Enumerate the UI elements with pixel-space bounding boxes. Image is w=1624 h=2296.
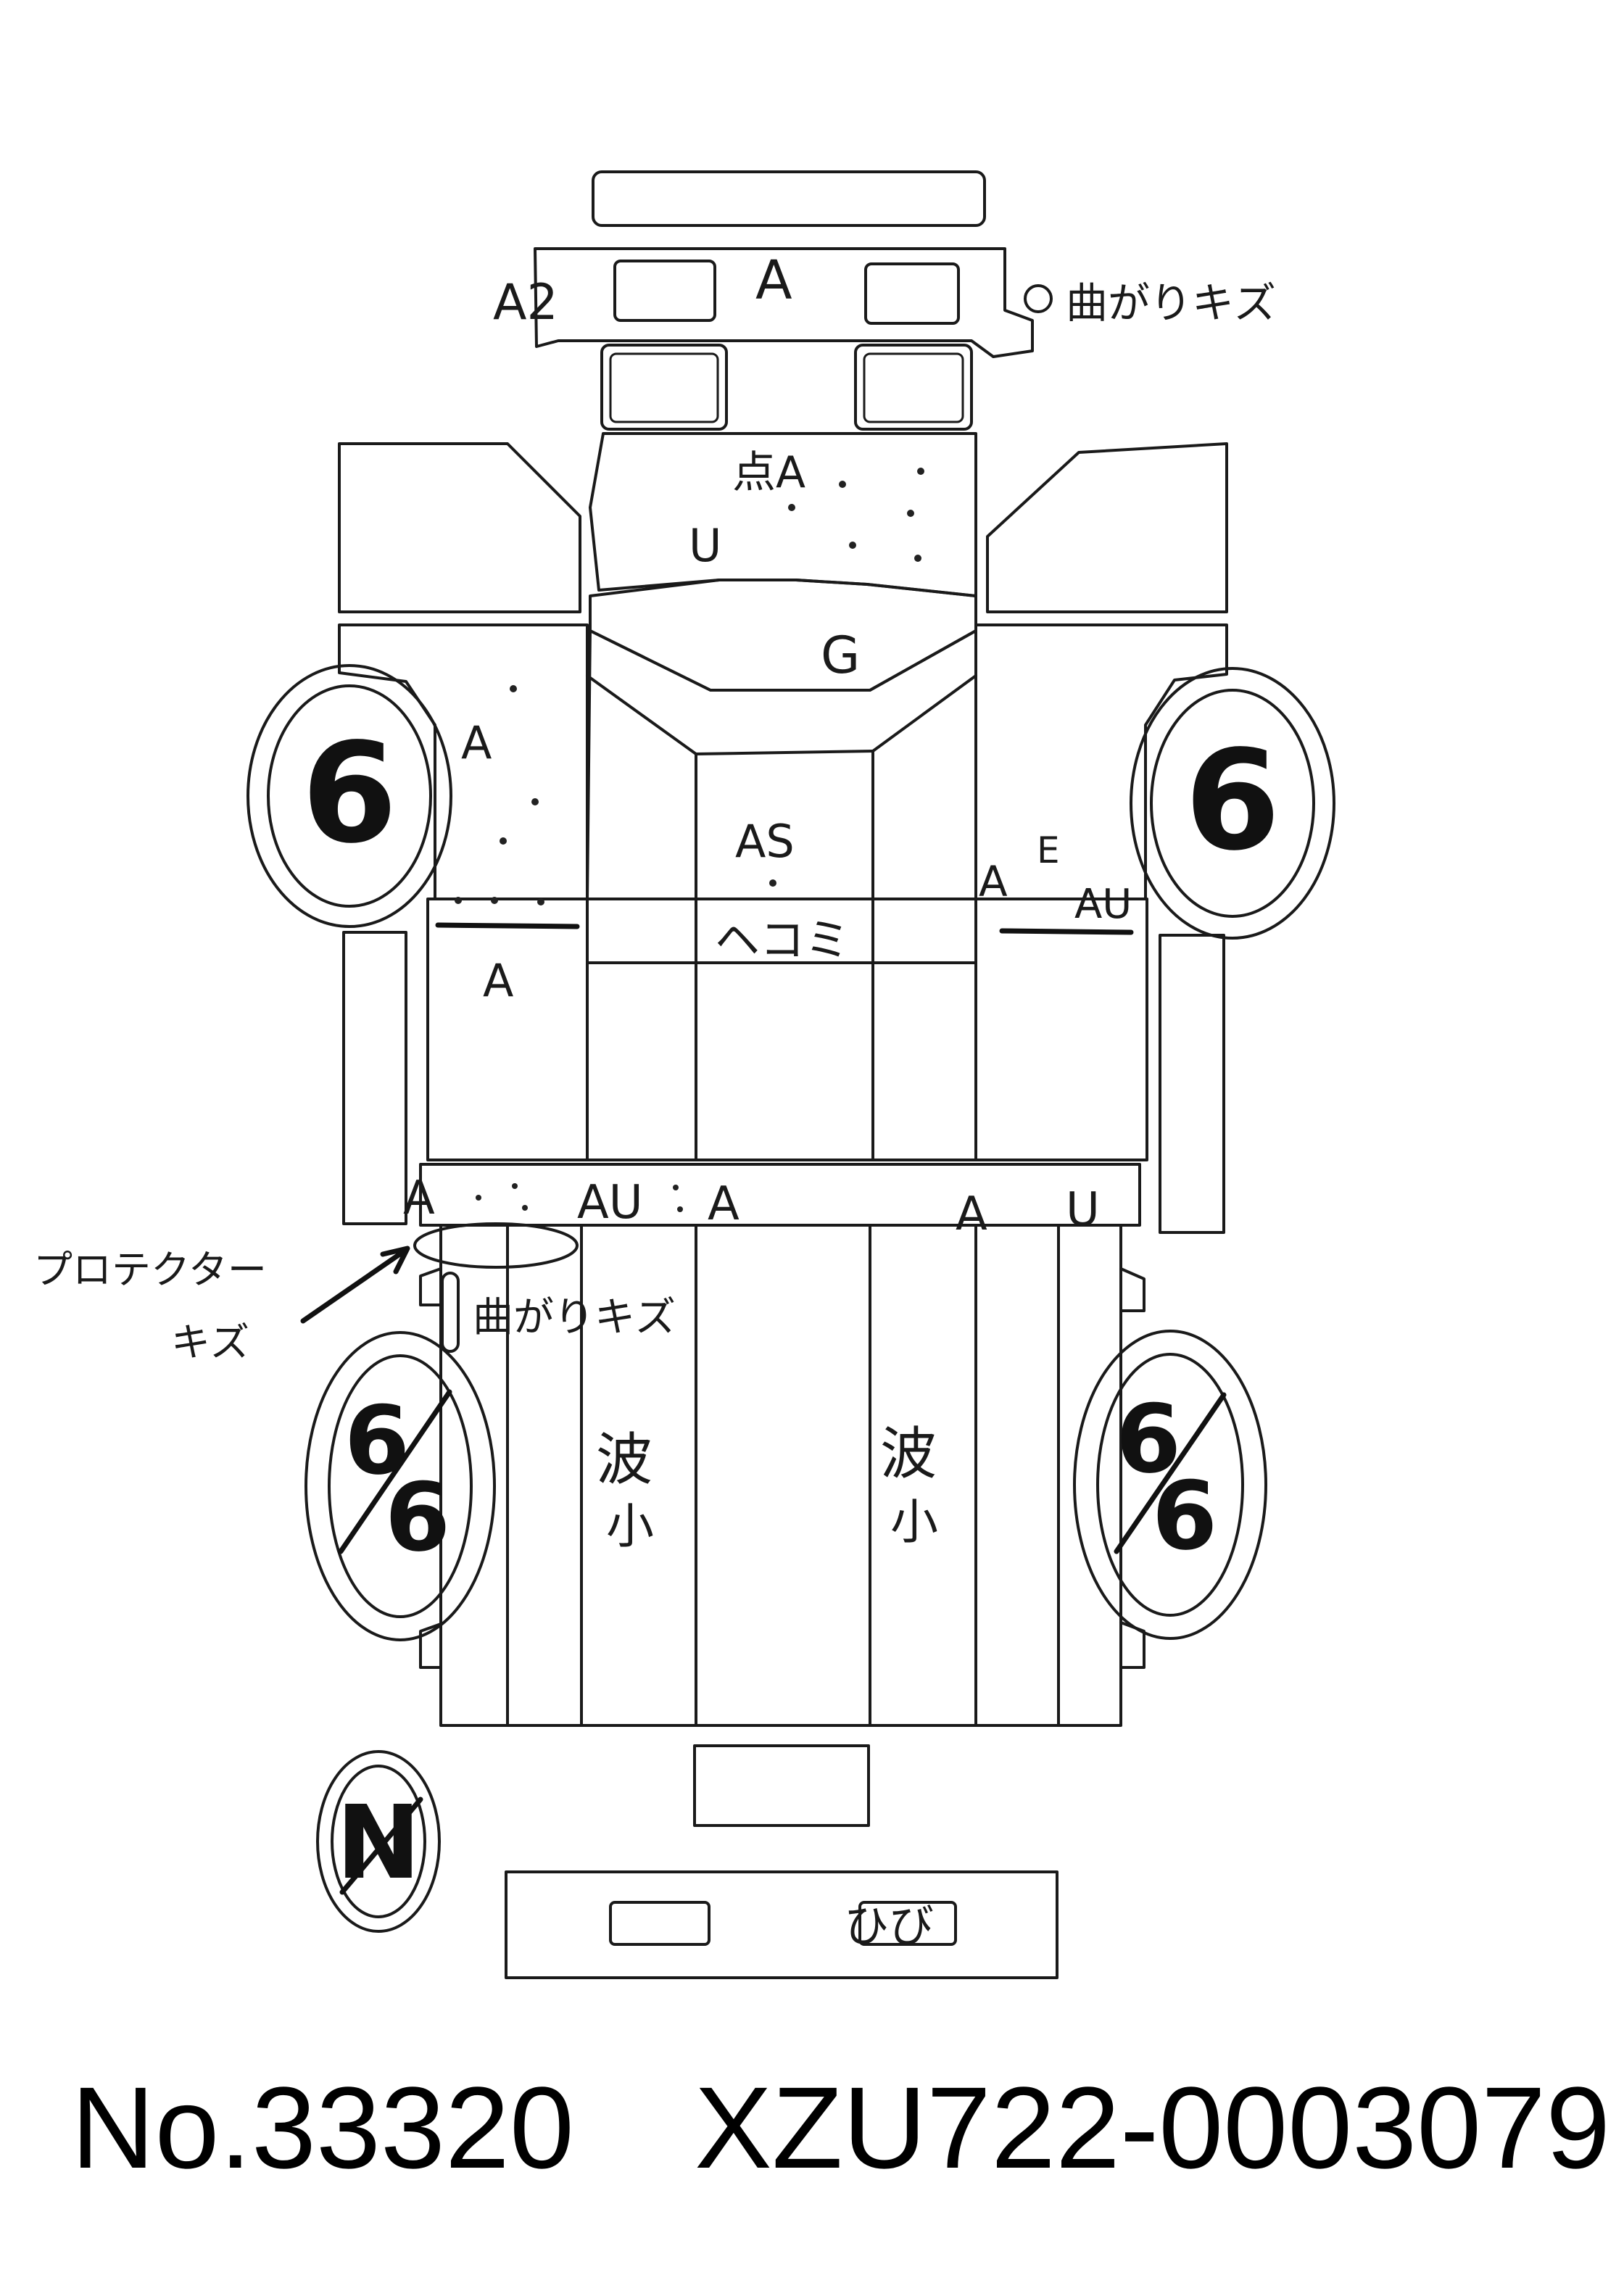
headlight-left-inner: [609, 352, 719, 423]
spare-tyre-outer: [316, 1750, 441, 1933]
right-step: [1159, 934, 1225, 1234]
label-rear-bend-note: 曲がりキズ: [473, 1294, 676, 1341]
right-mirror: [986, 442, 1228, 613]
label-rear-panel-left: A: [403, 1172, 435, 1225]
tyre-grade-rear-right-bottom: 6: [1152, 1461, 1217, 1571]
label-rear-bumper-note: ひび: [844, 1899, 934, 1952]
rear-left-slash: [338, 1389, 452, 1554]
tyres: [246, 664, 1335, 1933]
rear-fender-left: [419, 1267, 442, 1669]
tyre-rear-right-outer: [1073, 1330, 1267, 1640]
left-door: [338, 623, 589, 900]
spare-tyre-grade: N: [336, 1784, 420, 1902]
protector-arrow: [300, 1246, 410, 1324]
rear-header-panel: [419, 1163, 1141, 1227]
tyre-grade-rear-left-bottom: 6: [385, 1462, 450, 1572]
label-rear-panel-right-u: U: [1066, 1183, 1100, 1237]
tyre-rear-left-inner: [328, 1354, 473, 1618]
tyre-front-left-inner: [267, 684, 432, 908]
label-bonnet-left: U: [689, 519, 721, 572]
footer-chassis: XZU722-0003079: [695, 2063, 1610, 2192]
front-bumper-note-circle: [1024, 284, 1053, 313]
headlight-left: [600, 344, 728, 431]
label-bonnet-note: 点A: [732, 447, 805, 498]
label-front-glass: G: [821, 626, 860, 685]
scratch-left-rocker: [435, 922, 580, 929]
label-protector-note-2: キズ: [171, 1319, 249, 1365]
tyre-grade-front-right: 6: [1185, 721, 1280, 881]
protector-circle: [413, 1222, 579, 1269]
headlight-right: [854, 344, 973, 431]
left-mirror: [338, 442, 581, 613]
roof-front-edge: [695, 750, 874, 755]
label-rear-panel-center: A: [708, 1177, 740, 1231]
bend-mark: [441, 1272, 460, 1353]
label-roof-dent: ヘコミ: [715, 913, 850, 966]
center-chassis: [586, 898, 977, 1161]
label-deck-right-wave: 波: [880, 1422, 937, 1487]
label-front-bumper-left: A2: [493, 274, 558, 331]
windshield: [589, 579, 977, 692]
label-deck-left-small: 小: [606, 1499, 654, 1554]
label-front-bumper: A: [755, 249, 792, 312]
rear-bumper-slot-right: [858, 1901, 957, 1946]
label-right-front-e: E: [1037, 829, 1060, 871]
tyre-front-right-outer: [1130, 667, 1335, 940]
label-protector-note-1: プロテクター: [33, 1247, 267, 1293]
front-bumper: [534, 247, 1034, 358]
spare-slash: [339, 1796, 423, 1895]
tyre-front-left-outer: [246, 664, 452, 928]
tyre-grades: 6 6 6 6 6 6 N: [302, 713, 1280, 1902]
front-bumper-slot-left: [613, 260, 716, 322]
tyre-rear-left-outer: [304, 1331, 496, 1641]
label-right-front-au: AU: [1074, 881, 1132, 928]
label-right-front-a: A: [979, 857, 1008, 906]
damage-marks: [300, 284, 1227, 1895]
footer: No.33320 XZU722-0003079: [71, 2063, 1610, 2192]
label-deck-right-small: 小: [890, 1494, 938, 1550]
label-left-front-door: A: [461, 716, 492, 769]
label-left-rocker: A: [483, 954, 513, 1007]
footer-number: No.33320: [71, 2063, 574, 2192]
front-grille-bar: [592, 170, 986, 227]
label-rear-panel-right-a: A: [956, 1188, 987, 1241]
tyre-grade-rear-right-top: 6: [1116, 1384, 1181, 1494]
spare-tyre-inner: [331, 1765, 426, 1918]
truck-bed: [439, 1224, 1122, 1727]
left-lower-cab: [426, 898, 589, 1161]
tyre-grade-front-left: 6: [302, 713, 397, 874]
label-front-bumper-note: 曲がりキズ: [1066, 278, 1276, 328]
rear-right-slash: [1114, 1392, 1227, 1554]
label-rear-panel-au: AU: [577, 1176, 643, 1230]
label-roof-top: AS: [735, 815, 795, 868]
tyre-front-right-inner: [1150, 689, 1315, 918]
handwritten-labels: A A2 曲がりキズ 点A U G A A AS ヘコミ A E AU A AU…: [33, 249, 1276, 1952]
vehicle-outline: [338, 170, 1228, 1979]
tyre-grade-rear-left-top: 6: [344, 1385, 410, 1496]
label-deck-left-wave: 波: [596, 1427, 652, 1493]
scratch-right-rocker: [999, 928, 1134, 935]
left-step: [342, 931, 407, 1225]
rear-hitch: [693, 1744, 870, 1827]
tyre-rear-right-inner: [1096, 1353, 1244, 1617]
headlight-right-inner: [863, 352, 964, 423]
rear-bumper-slot-left: [609, 1901, 710, 1946]
rear-bumper: [505, 1870, 1058, 1979]
front-bumper-slot-right: [864, 262, 960, 325]
right-lower-cab: [974, 898, 1148, 1161]
